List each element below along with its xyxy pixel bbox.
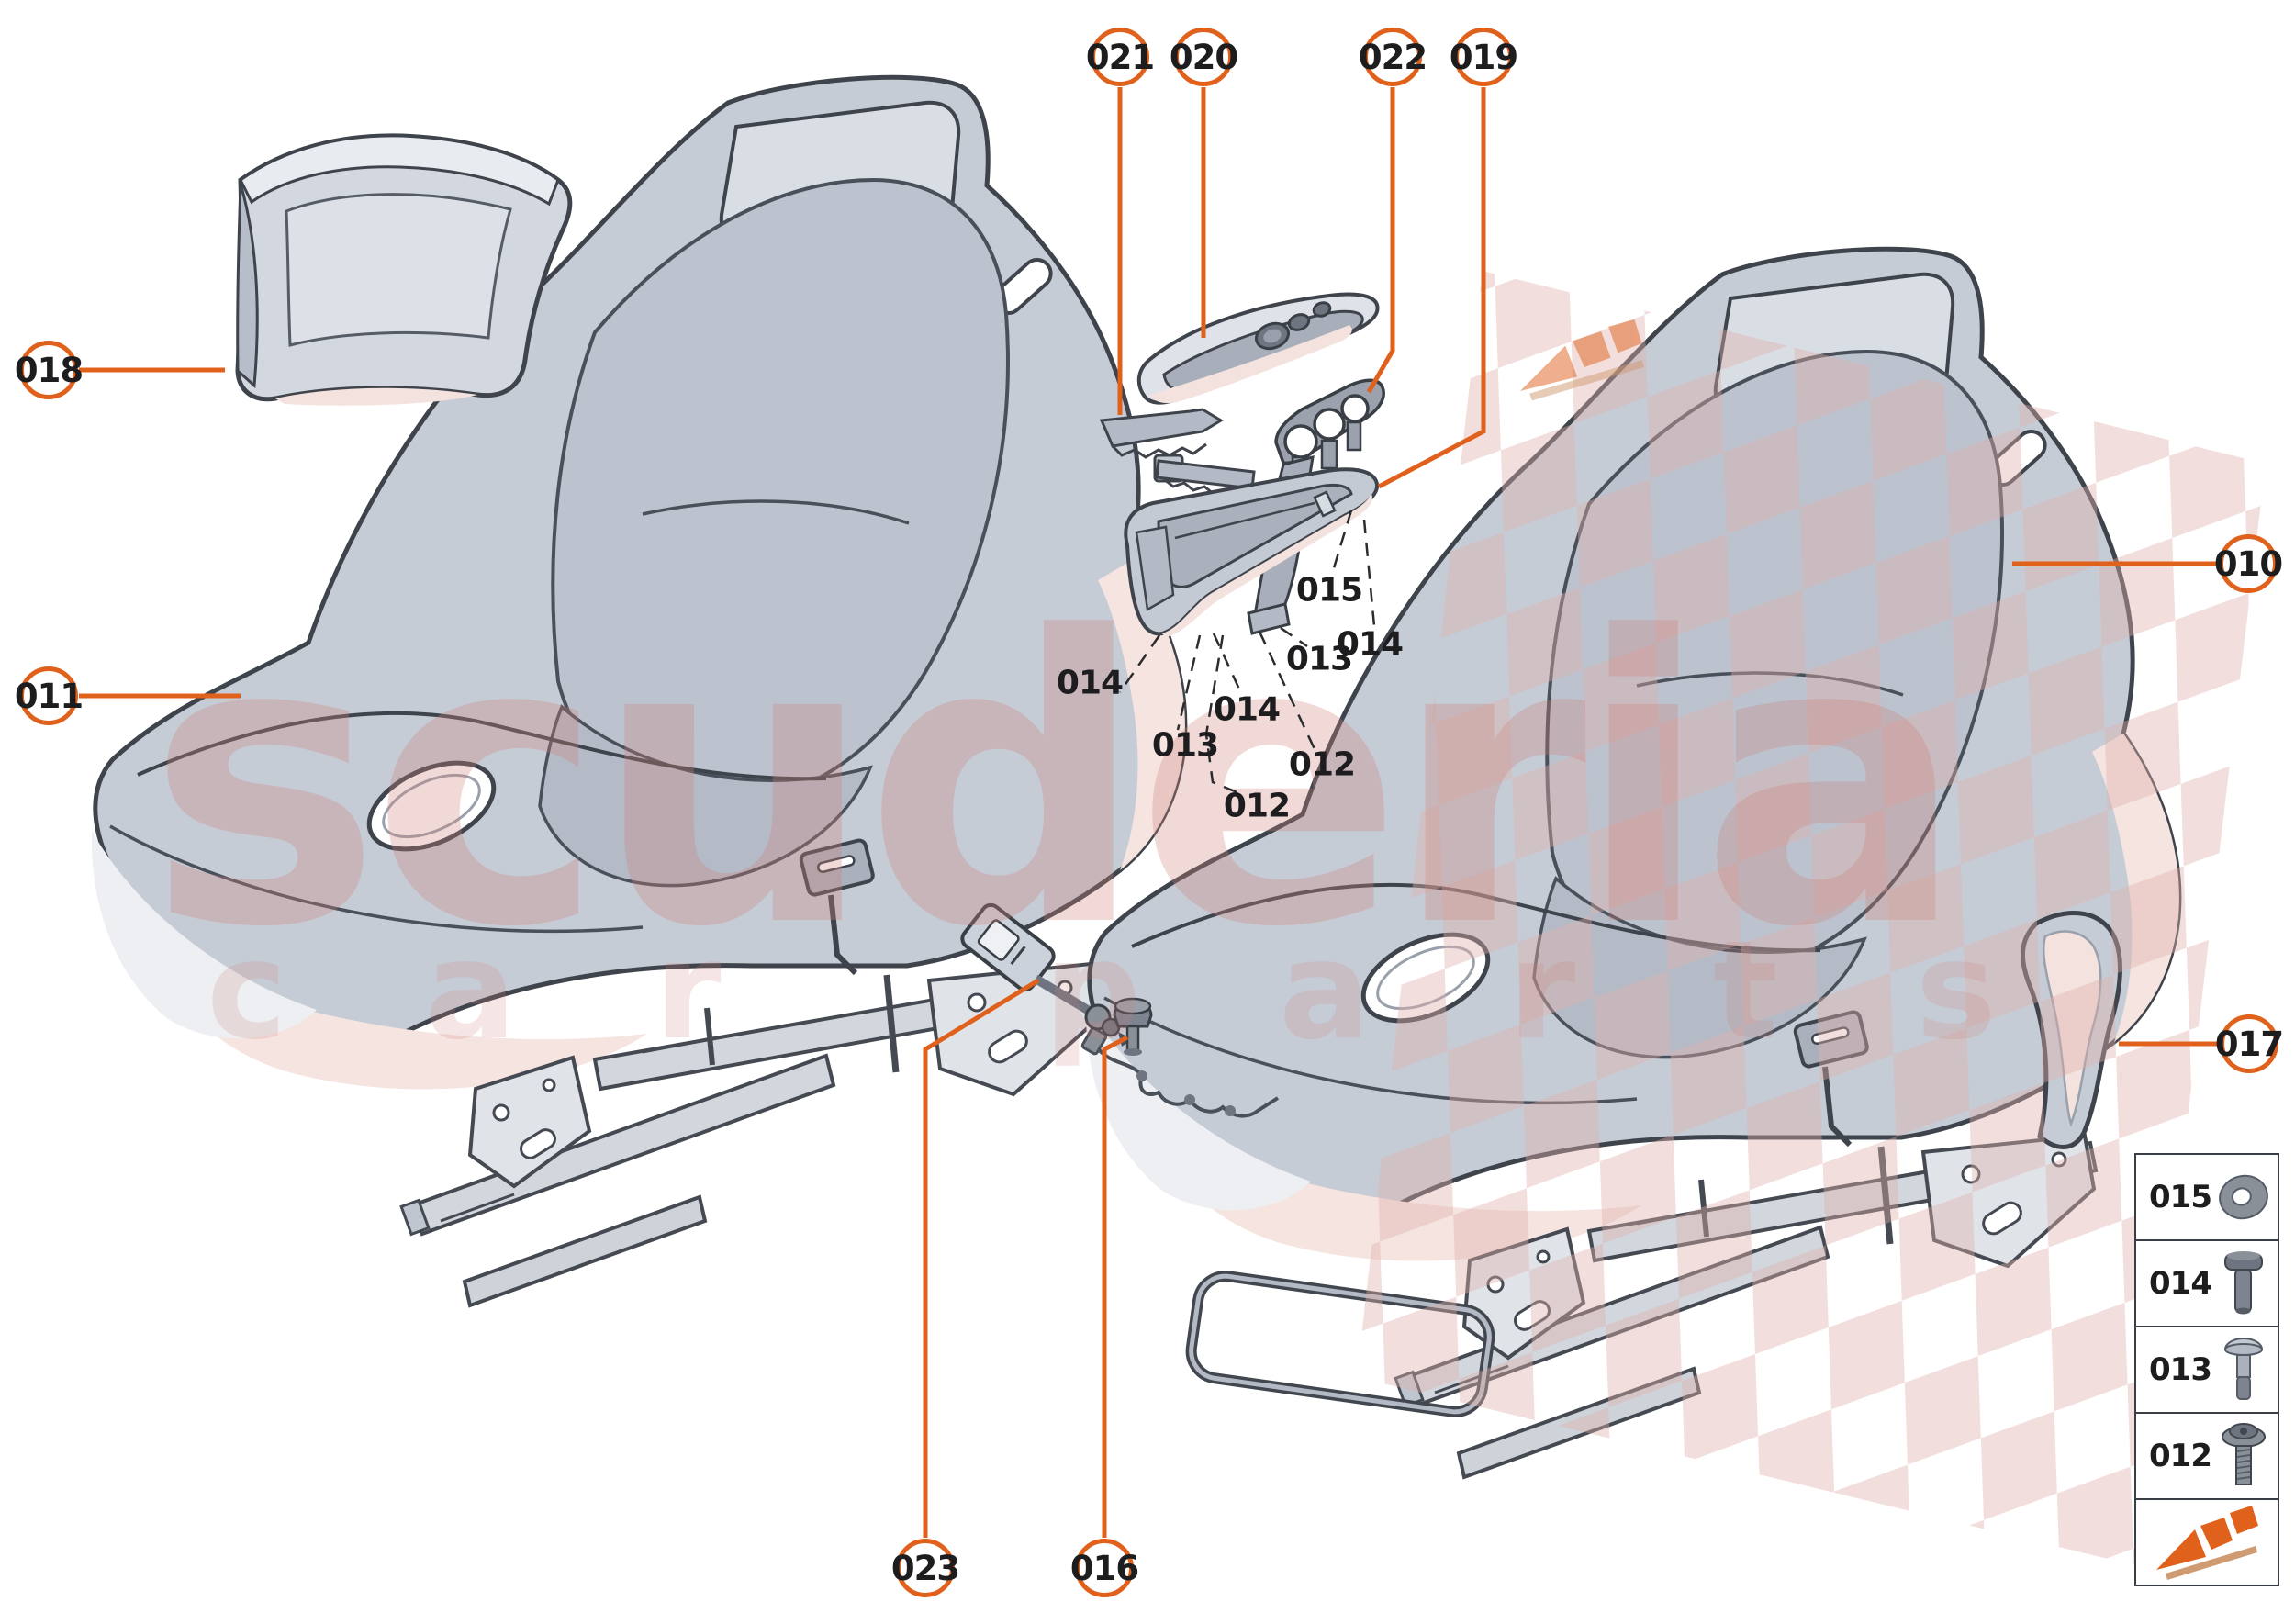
fastener-label-014-a: 014 bbox=[1336, 625, 1404, 664]
watermark-sub: car parts bbox=[207, 912, 2134, 1070]
callout-023[interactable]: 023 bbox=[891, 1539, 960, 1597]
flange-screw-icon bbox=[2210, 1421, 2278, 1491]
washer-icon bbox=[2210, 1167, 2278, 1227]
callout-011[interactable]: 011 bbox=[15, 666, 84, 725]
legend-label: 014 bbox=[2149, 1265, 2212, 1302]
fastener-label-014-c: 014 bbox=[1213, 690, 1281, 729]
fastener-label-015: 015 bbox=[1295, 571, 1363, 610]
legend-label: 012 bbox=[2149, 1438, 2212, 1474]
fastener-label-014-b: 014 bbox=[1056, 664, 1124, 702]
checker-watermark bbox=[1357, 271, 2266, 1565]
callout-019[interactable]: 019 bbox=[1450, 28, 1518, 86]
leader-023 bbox=[923, 978, 1040, 1538]
fastener-legend: 015 014 013 bbox=[2134, 1153, 2279, 1586]
callout-018[interactable]: 018 bbox=[15, 341, 84, 399]
headrest-pad bbox=[235, 133, 573, 406]
callout-022[interactable]: 022 bbox=[1359, 28, 1427, 86]
legend-row-013: 013 bbox=[2136, 1327, 2278, 1414]
legend-row-arrow bbox=[2136, 1500, 2278, 1585]
fastener-label-012-b: 012 bbox=[1223, 787, 1291, 825]
legend-label: 015 bbox=[2149, 1179, 2212, 1215]
mounting-bracket bbox=[1099, 408, 1224, 459]
callout-010[interactable]: 010 bbox=[2214, 534, 2283, 593]
direction-arrow-icon bbox=[2136, 1504, 2278, 1581]
wiring-harness bbox=[1080, 1026, 1280, 1118]
armrest-shell bbox=[1124, 467, 1380, 637]
dashed-leader-lines bbox=[1118, 510, 1376, 795]
fastener-label-012-a: 012 bbox=[1288, 745, 1356, 784]
screw-icon bbox=[2210, 1335, 2278, 1405]
callout-017[interactable]: 017 bbox=[2215, 1014, 2284, 1073]
legend-row-012: 012 bbox=[2136, 1414, 2278, 1500]
callout-020[interactable]: 020 bbox=[1170, 28, 1238, 86]
arrow-watermark-icon bbox=[1519, 319, 1644, 401]
callout-016[interactable]: 016 bbox=[1070, 1539, 1139, 1597]
seatbelt-buckle bbox=[960, 902, 1133, 1047]
legend-row-014: 014 bbox=[2136, 1241, 2278, 1327]
fastener-plug bbox=[1113, 997, 1153, 1056]
legend-row-015: 015 bbox=[2136, 1155, 2278, 1241]
console-top-cover bbox=[1136, 292, 1380, 405]
fastener-label-013-a: 013 bbox=[1285, 640, 1353, 678]
leader-016 bbox=[1102, 1035, 1129, 1538]
watermark-brand: scuderia bbox=[147, 554, 1955, 1014]
leader-lines bbox=[79, 87, 2219, 1538]
bolt-icon bbox=[2210, 1249, 2278, 1318]
fastener-label-013-b: 013 bbox=[1151, 726, 1219, 765]
callout-021[interactable]: 021 bbox=[1086, 28, 1155, 86]
leader-022 bbox=[1366, 87, 1395, 394]
legend-label: 013 bbox=[2149, 1351, 2212, 1388]
leader-019 bbox=[1377, 87, 1486, 489]
